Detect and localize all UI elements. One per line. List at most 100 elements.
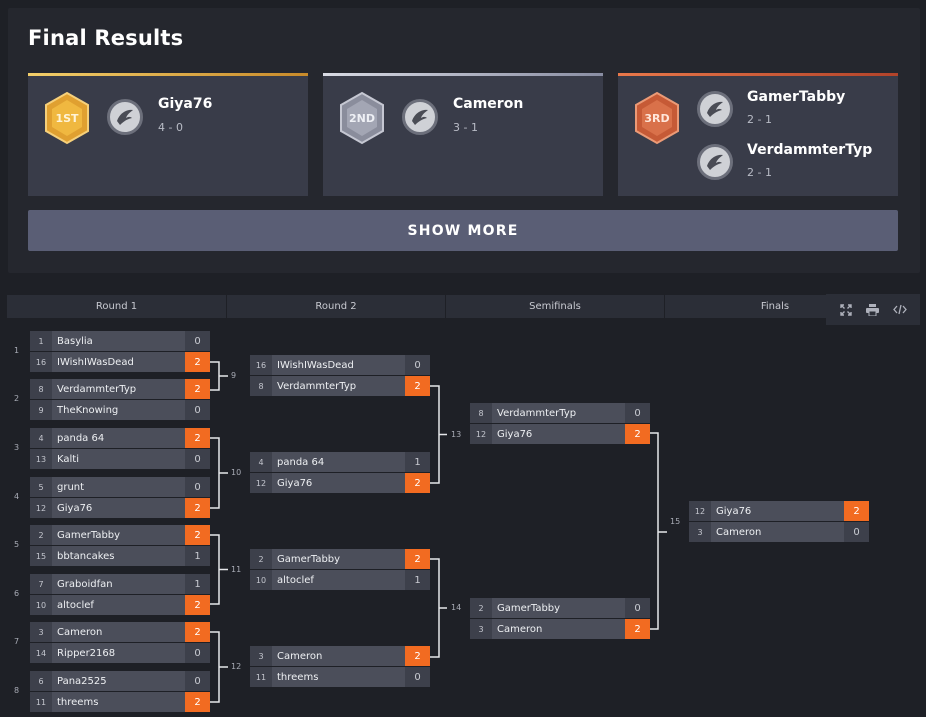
- player-name[interactable]: VerdammterTyp: [747, 142, 873, 158]
- player-name[interactable]: Giya76: [158, 96, 213, 112]
- participant-name[interactable]: Cameron: [716, 526, 762, 538]
- code-icon[interactable]: [889, 299, 911, 321]
- expand-icon[interactable]: [835, 299, 857, 321]
- participant-name[interactable]: Giya76: [716, 505, 752, 517]
- participant-name[interactable]: threems: [277, 671, 319, 683]
- bronze-medal-icon: 3RD: [635, 91, 679, 145]
- connector-line: [210, 534, 228, 605]
- participant-name[interactable]: altoclef: [277, 574, 314, 586]
- participant-name[interactable]: GamerTabby: [277, 553, 341, 565]
- participant-name[interactable]: Giya76: [497, 428, 533, 440]
- winning-score: 2: [625, 424, 650, 444]
- participant-name[interactable]: bbtancakes: [57, 550, 115, 562]
- seed-number: 5: [30, 477, 52, 497]
- participant-name[interactable]: Pana2525: [57, 675, 107, 687]
- score: 0: [185, 449, 210, 469]
- participant-name[interactable]: Graboidfan: [57, 578, 113, 590]
- participant-name[interactable]: Basylia: [57, 335, 93, 347]
- player-record: 2 - 1: [747, 166, 772, 179]
- participant-name[interactable]: GamerTabby: [57, 529, 121, 541]
- participant-name[interactable]: Giya76: [57, 502, 93, 514]
- participant-name[interactable]: grunt: [57, 481, 85, 493]
- player-name[interactable]: GamerTabby: [747, 89, 846, 105]
- seed-number: 3: [470, 619, 492, 639]
- seed-number: 12: [250, 473, 272, 493]
- seed-number: 2: [470, 598, 492, 618]
- participant-name[interactable]: Cameron: [497, 623, 543, 635]
- participant-name[interactable]: threems: [57, 696, 99, 708]
- participant-name[interactable]: altoclef: [57, 599, 94, 611]
- participant-name[interactable]: TheKnowing: [57, 404, 119, 416]
- participant-name[interactable]: VerdammterTyp: [277, 380, 357, 392]
- winning-score: 2: [185, 379, 210, 399]
- participant-name[interactable]: Cameron: [277, 650, 323, 662]
- score: 0: [185, 400, 210, 420]
- participant-name[interactable]: Giya76: [277, 477, 313, 489]
- participant-name[interactable]: IWishIWasDead: [57, 356, 134, 368]
- participant-name[interactable]: Cameron: [57, 626, 103, 638]
- connector-line: [210, 437, 228, 509]
- show-more-button[interactable]: SHOW MORE: [28, 210, 898, 251]
- winning-score: 2: [185, 595, 210, 615]
- winning-score: 2: [625, 619, 650, 639]
- connector-line: [650, 432, 667, 630]
- participant-name[interactable]: VerdammterTyp: [57, 383, 137, 395]
- participant-name[interactable]: GamerTabby: [497, 602, 561, 614]
- player-name[interactable]: Cameron: [453, 96, 524, 112]
- participant-name[interactable]: panda 64: [277, 456, 325, 468]
- match-participant-row[interactable]: 3 Cameron 2: [470, 619, 650, 639]
- medal-label: 3RD: [644, 112, 669, 125]
- seed-number: 3: [30, 622, 52, 642]
- participant-name[interactable]: VerdammterTyp: [497, 407, 577, 419]
- participant-name[interactable]: Kalti: [57, 453, 79, 465]
- participant-name[interactable]: Ripper2168: [57, 647, 116, 659]
- participant-name[interactable]: panda 64: [57, 432, 105, 444]
- participant-name[interactable]: IWishIWasDead: [277, 359, 354, 371]
- print-icon[interactable]: [862, 299, 884, 321]
